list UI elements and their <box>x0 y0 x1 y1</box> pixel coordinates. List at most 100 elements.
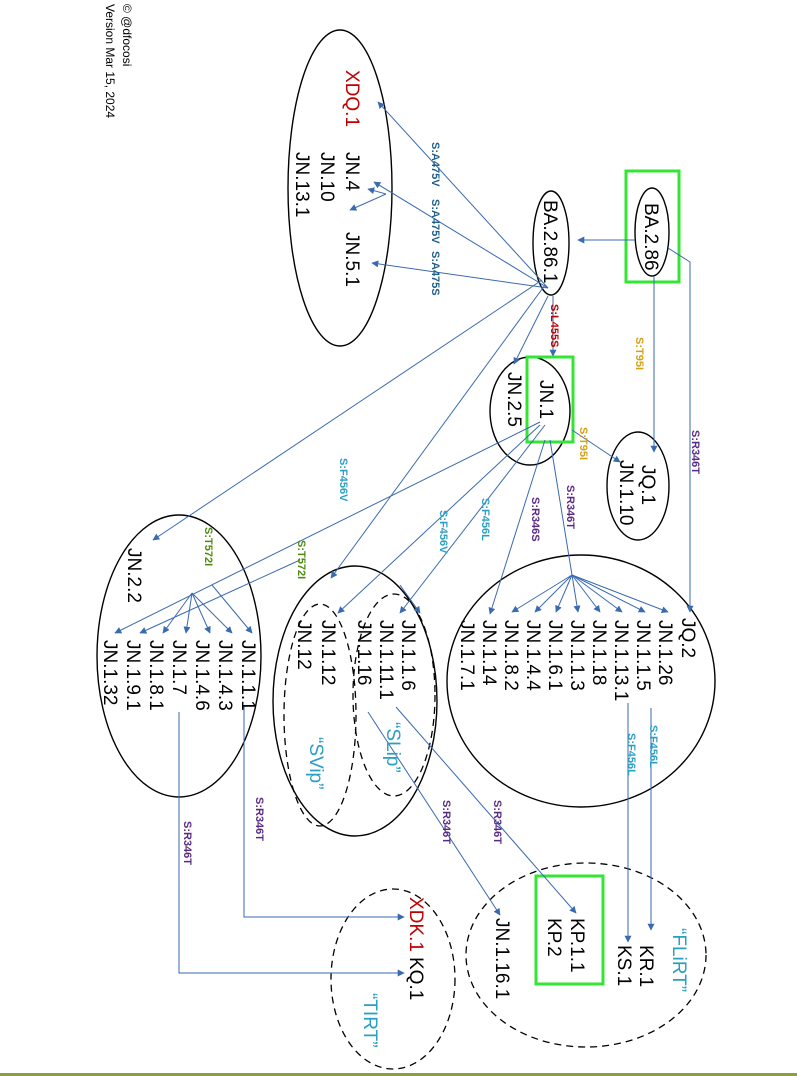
edge-jn1-hub <box>549 439 573 576</box>
mutation-label: S:R346T <box>564 485 576 529</box>
mutation-label: S:A475S <box>429 251 441 296</box>
edge-ba2861-jn51 <box>371 260 549 289</box>
edge-jn1111b-kp11 <box>395 706 577 914</box>
edge-hub-jn144 <box>555 574 573 613</box>
group-label-svip: “SVip” <box>305 737 326 789</box>
mutation-label: S:R346T <box>181 821 193 865</box>
edge-jn116-jn1161 <box>367 711 501 916</box>
mutation-label: S:F456L <box>647 725 659 768</box>
edge-ba2861-jn25 <box>513 295 549 365</box>
node-ba286: BA.2.86 <box>640 203 661 271</box>
node-jn182: JN.1.8.2 <box>500 620 521 691</box>
edge-hub-jn114 <box>511 574 573 613</box>
svip-slip-cluster-ellipse <box>272 565 438 837</box>
mutation-label: S:F456L <box>625 733 637 776</box>
node-xdk1: XDK.1 <box>405 897 426 952</box>
mutation-label: S:R346S <box>529 497 541 542</box>
node-xdq1: XDQ.1 <box>341 70 362 127</box>
node-jn4: JN.4 <box>341 152 362 192</box>
tirt-dashed-ellipse <box>330 888 456 1070</box>
jn1-ellipse <box>489 356 571 466</box>
node-jn51: JN.5.1 <box>341 232 362 287</box>
node-kq1: KQ.1 <box>405 957 426 1000</box>
node-kr1: KR.1 <box>635 945 656 987</box>
node-jn171: JN.1.7.1 <box>456 620 477 691</box>
group-label-tirt: “TIRT” <box>359 993 380 1048</box>
node-jn1131: JN.1.13.1 <box>610 620 631 701</box>
ba2861-ellipse <box>532 190 570 296</box>
group-label-slip: “SLip” <box>382 722 403 773</box>
node-jn144: JN.1.4.4 <box>522 620 543 691</box>
node-jn1111a: JN.1.1.1 <box>237 640 258 711</box>
node-jn25: JN.2.5 <box>503 372 524 427</box>
edge-split-jn181 <box>162 592 193 634</box>
node-jn161: JN.1.6.1 <box>544 620 565 691</box>
node-jn126: JN.1.26 <box>654 620 675 685</box>
node-jn181: JN.1.8.1 <box>145 640 166 711</box>
xdq-cluster-ellipse <box>287 29 393 347</box>
mutation-label: S:F456L <box>479 498 491 541</box>
node-jn116a: JN.1.1.6 <box>397 620 418 691</box>
node-jn131: JN.13.1 <box>291 152 312 217</box>
node-jq2: JQ.2 <box>677 618 698 658</box>
node-jn1161: JN.1.16.1 <box>491 918 512 999</box>
edge-ba2861-xdq1 <box>377 101 549 289</box>
node-jn146: JN.1.4.6 <box>191 640 212 711</box>
edge-jn1-jn110 <box>571 429 621 463</box>
highlight-box-kp <box>534 874 605 986</box>
node-jn112: JN.1.12 <box>317 620 338 685</box>
mutation-label: S:T95I <box>577 427 589 460</box>
node-jn12: JN.12 <box>293 620 314 670</box>
edge-ba2861-jn22 <box>152 279 543 541</box>
edge-split-jn10 <box>367 187 387 195</box>
edge-jn1-jn116 <box>399 424 546 614</box>
highlight-box-ba286 <box>624 169 681 284</box>
credit-version: Version Mar 15, 2024 <box>103 4 117 118</box>
node-jn17: JN.1.7 <box>168 640 189 695</box>
node-ba2861: BA.2.86.1 <box>539 200 560 283</box>
mutation-label: S:R346T <box>440 800 452 844</box>
edge-hub-jn1131 <box>571 574 646 613</box>
node-jn1111b: JN.1.11.1 <box>375 620 396 700</box>
node-ks1: KS.1 <box>613 945 634 986</box>
edge-jn1-jn171 <box>488 439 546 615</box>
svip-dashed-ellipse <box>283 603 357 827</box>
edge-split-jn1111a <box>211 584 253 634</box>
slip-dashed-ellipse <box>352 593 436 797</box>
mutation-label: S:R346T <box>253 797 265 841</box>
edge-jn17-kq1 <box>178 712 405 977</box>
edge-jn1111-xdk1 <box>243 706 405 921</box>
node-jn118: JN.1.18 <box>588 620 609 685</box>
jq1-ellipse <box>606 431 670 541</box>
edge-split-jn1111 <box>399 584 421 614</box>
jn1-descendants-ellipse <box>446 554 716 808</box>
credit-handle: © @dfocosi <box>120 4 134 66</box>
edge-jn1-jn112 <box>337 424 541 614</box>
node-jn10: JN.10 <box>316 152 337 202</box>
node-jn132: JN.1.32 <box>99 640 120 705</box>
mutation-label: S:A475V <box>429 142 441 187</box>
mutation-label: S:R346T <box>689 430 701 474</box>
edge-split-jn146 <box>191 592 211 634</box>
group-label-flirt: “FLiRT” <box>668 928 689 992</box>
mutation-label: S:T572I <box>295 540 307 579</box>
node-kp11: KP.1.1 <box>566 918 587 973</box>
node-jn114: JN.1.14 <box>478 620 499 686</box>
edge-split-jn143 <box>191 592 233 634</box>
edge-hub-jn113 <box>571 574 601 613</box>
edge-split-jn17 <box>183 592 193 634</box>
edge-split-jn131 <box>349 193 387 211</box>
mutation-label: S:A475V <box>429 199 441 244</box>
node-jn22: JN.2.2 <box>123 548 144 603</box>
edge-hub-jn182 <box>534 574 573 613</box>
mutation-label: S:T95I <box>633 337 645 370</box>
node-jn116b: JN.1.16 <box>353 620 374 685</box>
node-jn143: JN.1.4.3 <box>214 640 235 711</box>
mutation-label: S:F456V <box>437 510 449 554</box>
edge-jn1-jn132 <box>114 421 541 634</box>
edge-hub-jn161 <box>571 574 581 613</box>
edge-ba2861-jn12 <box>330 284 546 579</box>
node-jn1: JN.1 <box>535 380 556 419</box>
ba286-ellipse <box>634 187 670 277</box>
edge-hub-jn126 <box>571 574 669 614</box>
